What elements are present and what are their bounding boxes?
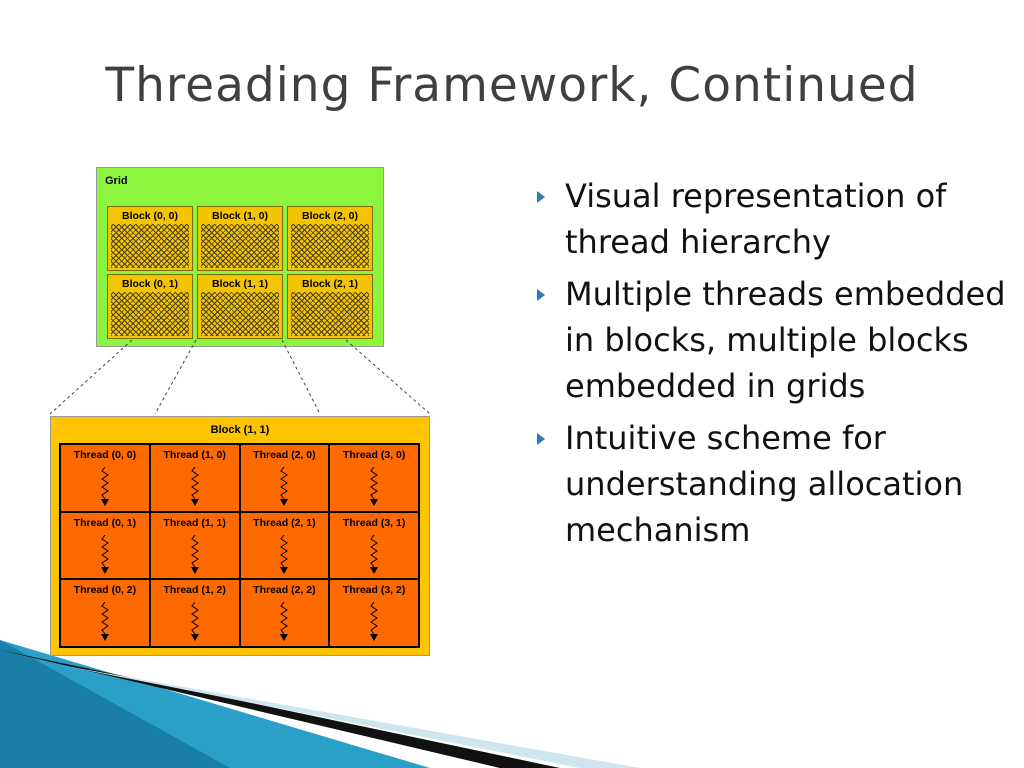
bullet-text: Multiple threads embedded in blocks, mul… <box>565 275 1006 405</box>
thread-cell: Thread (0, 1) <box>60 511 150 580</box>
thread-cell: Thread (3, 0) <box>329 444 419 512</box>
grid-block: Block (0, 1) <box>107 274 193 339</box>
bullet-item: Multiple threads embedded in blocks, mul… <box>537 271 1007 409</box>
thread-arrow-icon <box>280 467 289 506</box>
thread-label: Thread (2, 0) <box>253 449 316 461</box>
grid-label: Grid <box>105 175 128 187</box>
thread-label: Thread (0, 1) <box>73 516 137 529</box>
thread-cell: Thread (0, 0) <box>60 444 150 512</box>
thread-cell: Thread (1, 1) <box>149 511 240 580</box>
bullet-text: Visual representation of thread hierarch… <box>565 177 947 261</box>
thread-cell: Thread (2, 0) <box>239 444 330 512</box>
thread-arrow-icon <box>100 602 109 642</box>
block-detail-title: Block (1, 1) <box>210 424 270 436</box>
thread-pattern <box>201 292 279 336</box>
grid-block: Block (0, 0) <box>107 206 193 271</box>
thread-arrow-icon <box>370 602 379 642</box>
grid-block: Block (2, 0) <box>287 206 373 271</box>
block-label: Block (1, 1) <box>211 278 269 290</box>
thread-label: Thread (1, 0) <box>163 449 226 461</box>
block-detail-diagram: Block (1, 1) Thread (0, 0)Thread (1, 0)T… <box>50 416 430 656</box>
block-label: Block (0, 1) <box>121 278 179 290</box>
thread-grid: Thread (0, 0) Thread (1, 0) Thread (2, 0) T… <box>59 443 420 648</box>
bullet-item: Visual representation of thread hierarch… <box>537 173 1007 265</box>
thread-arrow-icon <box>280 534 289 574</box>
grid-diagram: Grid Block (0, 0) Block (1, 0) Block (2,… <box>96 167 384 347</box>
thread-label: Thread (1, 2) <box>163 584 226 597</box>
block-label: Block (1, 0) <box>211 210 269 222</box>
grid-block: Block (1, 0) <box>197 206 283 271</box>
bullet-arrow-icon <box>537 191 545 203</box>
thread-label: Thread (3, 2) <box>342 584 406 597</box>
thread-arrow-icon <box>280 602 289 642</box>
bullet-list: Visual representation of thread hierarch… <box>537 173 1007 559</box>
thread-label: Thread (2, 2) <box>253 584 316 597</box>
grid-block: Block (2, 1) <box>287 274 373 339</box>
thread-label: Thread (0, 0) <box>73 449 137 461</box>
bullet-text: Intuitive scheme for understanding alloc… <box>565 419 964 549</box>
thread-pattern <box>291 224 369 268</box>
thread-pattern <box>111 292 189 336</box>
thread-label: Thread (2, 1) <box>253 516 316 529</box>
bullet-arrow-icon <box>537 289 545 301</box>
thread-label: Thread (3, 1) <box>342 516 406 529</box>
thread-cell: Thread (3, 1) <box>329 511 419 580</box>
bullet-arrow-icon <box>537 433 545 445</box>
thread-cell: Thread (1, 2) <box>149 579 240 647</box>
thread-arrow-icon <box>190 467 199 506</box>
thread-cell: Thread (2, 2) <box>239 579 330 647</box>
grid-block: Block (1, 1) <box>197 274 283 339</box>
thread-label: Thread (1, 1) <box>163 516 226 529</box>
thread-cell: Thread (1, 0) <box>149 444 240 512</box>
thread-arrow-icon <box>100 467 109 506</box>
teal-wedge-dark <box>0 640 230 768</box>
thread-arrow-icon <box>370 534 379 574</box>
block-label: Block (2, 1) <box>301 278 359 290</box>
thread-cell: Thread (0, 2) <box>60 579 150 647</box>
thread-arrow-icon <box>190 534 199 574</box>
thread-cell: Thread (2, 1) <box>239 511 330 580</box>
bullet-item: Intuitive scheme for understanding alloc… <box>537 415 1007 553</box>
thread-arrow-icon <box>190 602 199 642</box>
thread-arrow-icon <box>370 467 379 506</box>
thread-cell: Thread (3, 2) <box>329 579 419 647</box>
thread-label: Thread (3, 0) <box>342 449 406 461</box>
thread-pattern <box>111 224 189 268</box>
thread-arrow-icon <box>100 534 109 574</box>
block-label: Block (2, 0) <box>301 210 359 222</box>
thread-pattern <box>291 292 369 336</box>
block-label: Block (0, 0) <box>121 210 179 222</box>
light-stripe <box>60 665 640 768</box>
slide-title: Threading Framework, Continued <box>105 58 919 113</box>
thread-label: Thread (0, 2) <box>73 584 137 597</box>
thread-pattern <box>201 224 279 268</box>
